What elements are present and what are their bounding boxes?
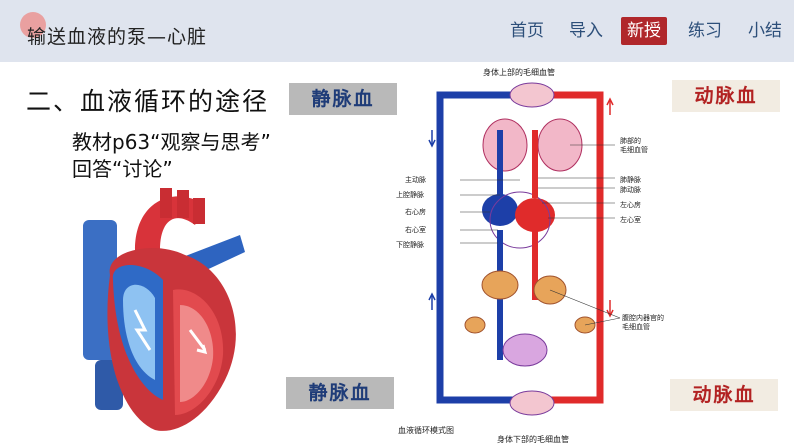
artery-blood-label-top: 动脉血 <box>672 80 780 112</box>
vein-blood-label-top: 静脉血 <box>289 83 397 115</box>
label-pulmonary-artery: 肺动脉 <box>620 185 641 195</box>
instruction-line-2: 回答“讨论” <box>72 153 173 182</box>
vein-blood-label-bottom: 静脉血 <box>286 377 394 409</box>
diagram-title: 血液循环模式图 <box>398 425 454 436</box>
label-pulmonary-vein: 肺静脉 <box>620 175 641 185</box>
label-superior-vena-cava: 上腔静脉 <box>396 190 424 200</box>
label-right-atrium: 右心房 <box>405 207 426 217</box>
label-abdominal-organs-2: 毛细血管 <box>622 322 650 332</box>
label-right-ventricle: 右心室 <box>405 225 426 235</box>
heart-illustration <box>65 180 255 440</box>
instruction-line-1: 教材p63“观察与思考” <box>72 126 271 155</box>
label-left-atrium: 左心房 <box>620 200 641 210</box>
nav-new-lesson[interactable]: 新授 <box>621 17 667 45</box>
label-aorta: 主动脉 <box>405 175 426 185</box>
nav-home[interactable]: 首页 <box>510 17 544 45</box>
section-title: 二、血液循环的途径 <box>26 82 269 118</box>
label-inferior-vena-cava: 下腔静脉 <box>396 240 424 250</box>
label-lung-capillaries-2: 毛细血管 <box>620 145 648 155</box>
label-left-ventricle: 左心室 <box>620 215 641 225</box>
lower-capillary-caption: 身体下部的毛细血管 <box>497 434 569 445</box>
circulation-diagram <box>420 70 670 445</box>
artery-blood-label-bottom: 动脉血 <box>670 379 778 411</box>
nav-practice[interactable]: 练习 <box>688 17 722 45</box>
nav-summary[interactable]: 小结 <box>748 17 782 45</box>
nav-bar: 首页 导入 新授 练习 小结 <box>0 17 794 45</box>
upper-capillary-caption: 身体上部的毛细血管 <box>483 67 555 78</box>
nav-intro[interactable]: 导入 <box>569 17 603 45</box>
